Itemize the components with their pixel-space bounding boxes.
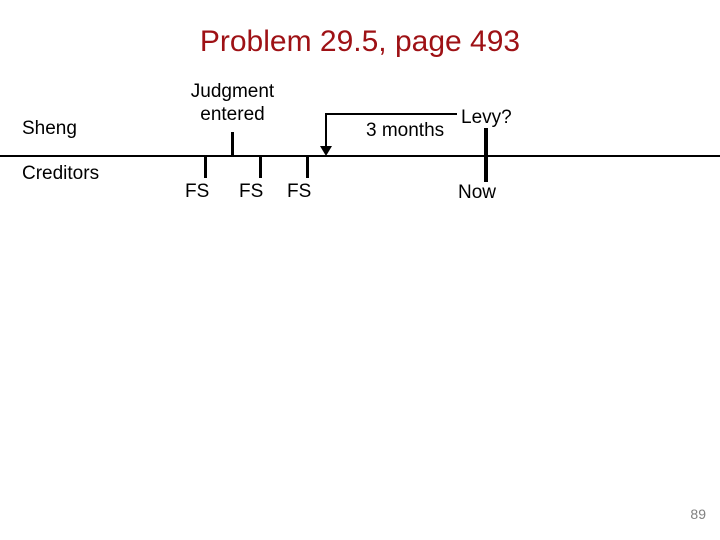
- duration-label: 3 months: [366, 120, 445, 141]
- timeline-axis: [0, 155, 720, 157]
- party-label-above: Sheng: [22, 118, 77, 139]
- tick-mark-fs-1: [204, 156, 207, 178]
- levy-question-label: Levy?: [461, 107, 512, 128]
- event-label-fs-1: FS: [185, 181, 210, 202]
- judgment-entered-label: Judgment entered: [150, 80, 315, 126]
- judgment-entered-label-line1: Judgment: [190, 81, 275, 102]
- tick-mark-now: [484, 128, 488, 182]
- party-label-below: Creditors: [22, 163, 100, 184]
- duration-span-leg: [325, 113, 327, 151]
- page-number: 89: [690, 506, 706, 522]
- now-marker-label: Now: [458, 182, 497, 203]
- tick-mark-judgment: [231, 132, 234, 156]
- duration-span-rail: [325, 113, 457, 115]
- down-arrow-icon: [320, 146, 332, 156]
- event-label-fs-3: FS: [287, 181, 312, 202]
- tick-mark-fs-3: [306, 156, 309, 178]
- timeline-diagram: Sheng Creditors Judgment entered FS FS F…: [0, 0, 720, 260]
- tick-mark-fs-2: [259, 156, 262, 178]
- judgment-entered-label-line2: entered: [200, 104, 265, 125]
- event-label-fs-2: FS: [239, 181, 264, 202]
- page-title: Problem 29.5, page 493: [199, 25, 521, 58]
